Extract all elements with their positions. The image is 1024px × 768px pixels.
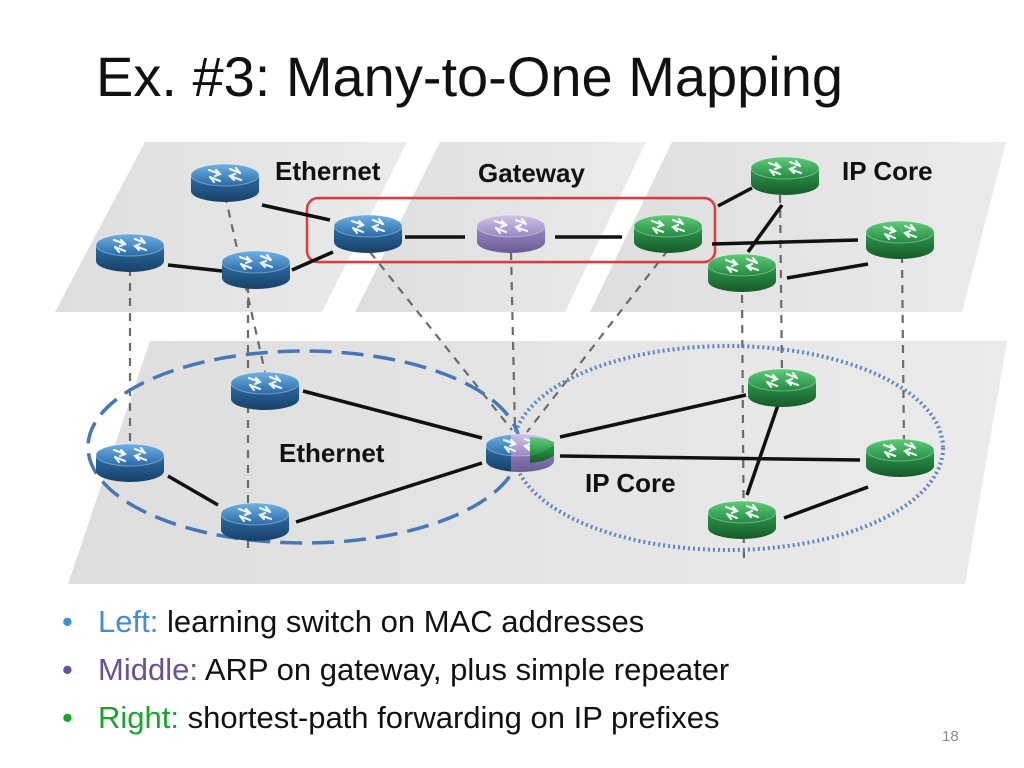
- router-ip-core-bottom-2: [865, 438, 935, 477]
- router-ethernet-top-3: [221, 250, 291, 289]
- network-links: [167, 186, 869, 524]
- gateway-highlight-box: [305, 196, 717, 264]
- bullet-middle-text: ARP on gateway, plus simple repeater: [204, 652, 730, 687]
- bullet-middle: • Middle: ARP on gateway, plus simple rep…: [62, 646, 729, 694]
- bullet-left-label: Left:: [98, 604, 159, 639]
- label-ip-core-bottom: IP Core: [585, 468, 676, 498]
- bullet-middle-label: Middle:: [98, 652, 198, 687]
- router-gateway: [476, 214, 546, 253]
- router-ethernet-top-1: [190, 163, 260, 202]
- router-merged-ip-core-part: [530, 437, 554, 463]
- bullet-dot-right: •: [62, 700, 73, 735]
- router-ip-core-top-2: [750, 156, 820, 195]
- network-diagram: Ethernet Gateway IP Core Ethernet IP Cor…: [55, 142, 1007, 584]
- bullet-dot-middle: •: [62, 652, 73, 687]
- bullet-list: •Left: learning switch on MAC addresses …: [62, 598, 729, 742]
- router-ip-core-top-1: [633, 214, 703, 253]
- router-ip-core-top-4: [707, 253, 777, 292]
- label-gateway-top: Gateway: [478, 158, 585, 188]
- router-ethernet-top-2: [95, 233, 165, 272]
- router-ip-core-top-3: [865, 220, 935, 259]
- router-ip-core-bottom-3: [707, 500, 777, 539]
- bullet-right-label: Right:: [98, 700, 179, 735]
- bullet-left: • Left: learning switch on MAC addresses: [62, 598, 729, 646]
- router-merged-ethernet-part: [485, 433, 511, 472]
- router-ethernet-bottom-3: [220, 502, 290, 541]
- label-ethernet-bottom: Ethernet: [279, 438, 385, 468]
- router-ethernet-top-4: [333, 214, 403, 253]
- ip-core-plane-top: [590, 142, 1006, 312]
- label-ip-core-top: IP Core: [842, 156, 933, 186]
- label-ethernet-top: Ethernet: [275, 156, 381, 186]
- bullet-right: • Right: shortest-path forwarding on IP p…: [62, 694, 729, 742]
- slide-number: 18: [942, 728, 959, 745]
- bullet-left-text: learning switch on MAC addresses: [166, 604, 645, 639]
- router-ip-core-bottom-1: [747, 368, 817, 407]
- router-ethernet-bottom-2: [95, 443, 165, 482]
- slide-title: Ex. #3: Many-to-One Mapping: [96, 45, 844, 108]
- bullet-right-text: shortest-path forwarding on IP prefixes: [187, 700, 720, 735]
- bullet-dot-left: •: [62, 604, 73, 639]
- router-ethernet-bottom-1: [230, 371, 300, 410]
- ip-core-region-outline: [511, 344, 945, 552]
